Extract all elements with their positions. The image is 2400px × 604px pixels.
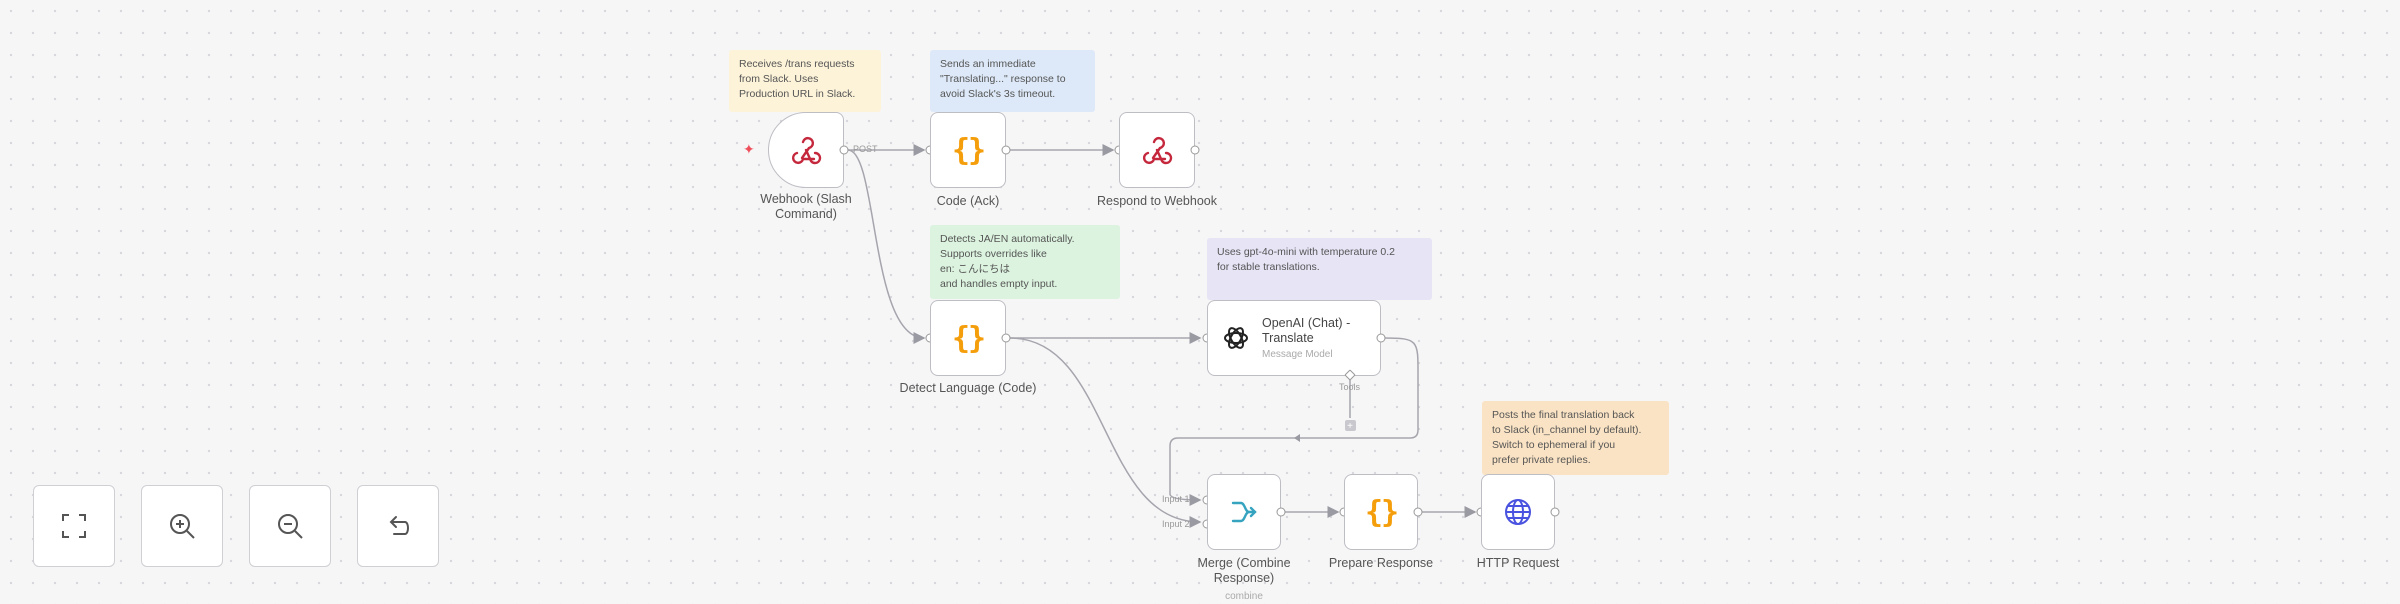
node-detect-language[interactable]: {} <box>930 300 1006 376</box>
edge-openai-to-merge <box>1169 337 1419 506</box>
zoom-in-button[interactable] <box>141 485 223 567</box>
openai-output-handle[interactable] <box>1376 333 1386 343</box>
node-respond-to-webhook[interactable] <box>1119 112 1195 188</box>
merge-output-handle[interactable] <box>1276 507 1286 517</box>
zoom-in-icon <box>170 514 195 539</box>
edge-detect-to-merge <box>1009 337 1202 528</box>
node-sublabel-merge: combine <box>1225 591 1263 602</box>
node-code-ack[interactable]: {} <box>930 112 1006 188</box>
undo-icon <box>389 516 409 535</box>
loop-arrow-head <box>1294 434 1300 442</box>
zoom-out-button[interactable] <box>249 485 331 567</box>
respond-output-handle[interactable] <box>1190 145 1200 155</box>
merge-icon <box>1231 501 1257 523</box>
tools-add-handle <box>1345 420 1356 431</box>
openai-node-title: OpenAI (Chat) - Translate <box>1262 316 1351 345</box>
node-label-detect: Detect Language (Code) <box>899 381 1037 395</box>
node-label-merge: Merge (Combine Response) <box>1197 556 1291 585</box>
code-braces-icon: {} <box>951 320 986 356</box>
openai-icon <box>1224 327 1248 349</box>
http-output-handle[interactable] <box>1550 507 1560 517</box>
code-braces-icon: {} <box>1364 494 1399 530</box>
globe-icon <box>1505 499 1531 525</box>
merge-input2-pin-label: Input 2 <box>1162 519 1190 529</box>
merge-input1-pin-label: Input 1 <box>1162 494 1190 504</box>
detect-output-handle[interactable] <box>1001 333 1011 343</box>
code-ack-output-handle[interactable] <box>1001 145 1011 155</box>
node-label-http: HTTP Request <box>1476 556 1560 570</box>
webhook-output-handle[interactable] <box>839 145 849 155</box>
fullscreen-icon <box>62 514 86 538</box>
webhook-icon <box>1142 136 1173 165</box>
sticky-note-webhook[interactable]: Receives /trans requests from Slack. Use… <box>729 50 881 112</box>
node-openai-translate[interactable]: OpenAI (Chat) - Translate Message Model <box>1207 300 1381 376</box>
openai-node-subtitle: Message Model <box>1262 349 1333 360</box>
zoom-out-icon <box>278 514 303 539</box>
openai-tools-pin-label: Tools <box>1339 382 1361 392</box>
code-braces-icon: {} <box>951 132 986 168</box>
node-http-request[interactable] <box>1481 474 1555 550</box>
trigger-bolt-icon: ✦ <box>743 141 755 157</box>
node-label-prepare: Prepare Response <box>1328 556 1434 570</box>
prepare-output-handle[interactable] <box>1413 507 1423 517</box>
edge-webhook-to-detect <box>847 149 926 344</box>
sticky-note-ack[interactable]: Sends an immediate "Translating..." resp… <box>930 50 1095 112</box>
undo-button[interactable] <box>357 485 439 567</box>
node-webhook-slash-command[interactable] <box>768 112 844 188</box>
fit-view-button[interactable] <box>33 485 115 567</box>
svg-text:+: + <box>1347 421 1353 432</box>
node-prepare-response[interactable]: {} <box>1344 474 1418 550</box>
webhook-icon <box>791 136 822 165</box>
node-label-respond: Respond to Webhook <box>1097 194 1217 208</box>
sticky-note-detect[interactable]: Detects JA/EN automatically. Supports ov… <box>930 225 1120 299</box>
sticky-note-openai[interactable]: Uses gpt-4o-mini with temperature 0.2 fo… <box>1207 238 1432 300</box>
webhook-output-pin-label: POST <box>853 144 878 154</box>
node-label-code-ack: Code (Ack) <box>936 194 1000 208</box>
sticky-note-post[interactable]: Posts the final translation back to Slac… <box>1482 401 1669 475</box>
node-label-webhook: Webhook (Slash Command) <box>760 192 852 221</box>
node-merge-combine[interactable] <box>1207 474 1281 550</box>
